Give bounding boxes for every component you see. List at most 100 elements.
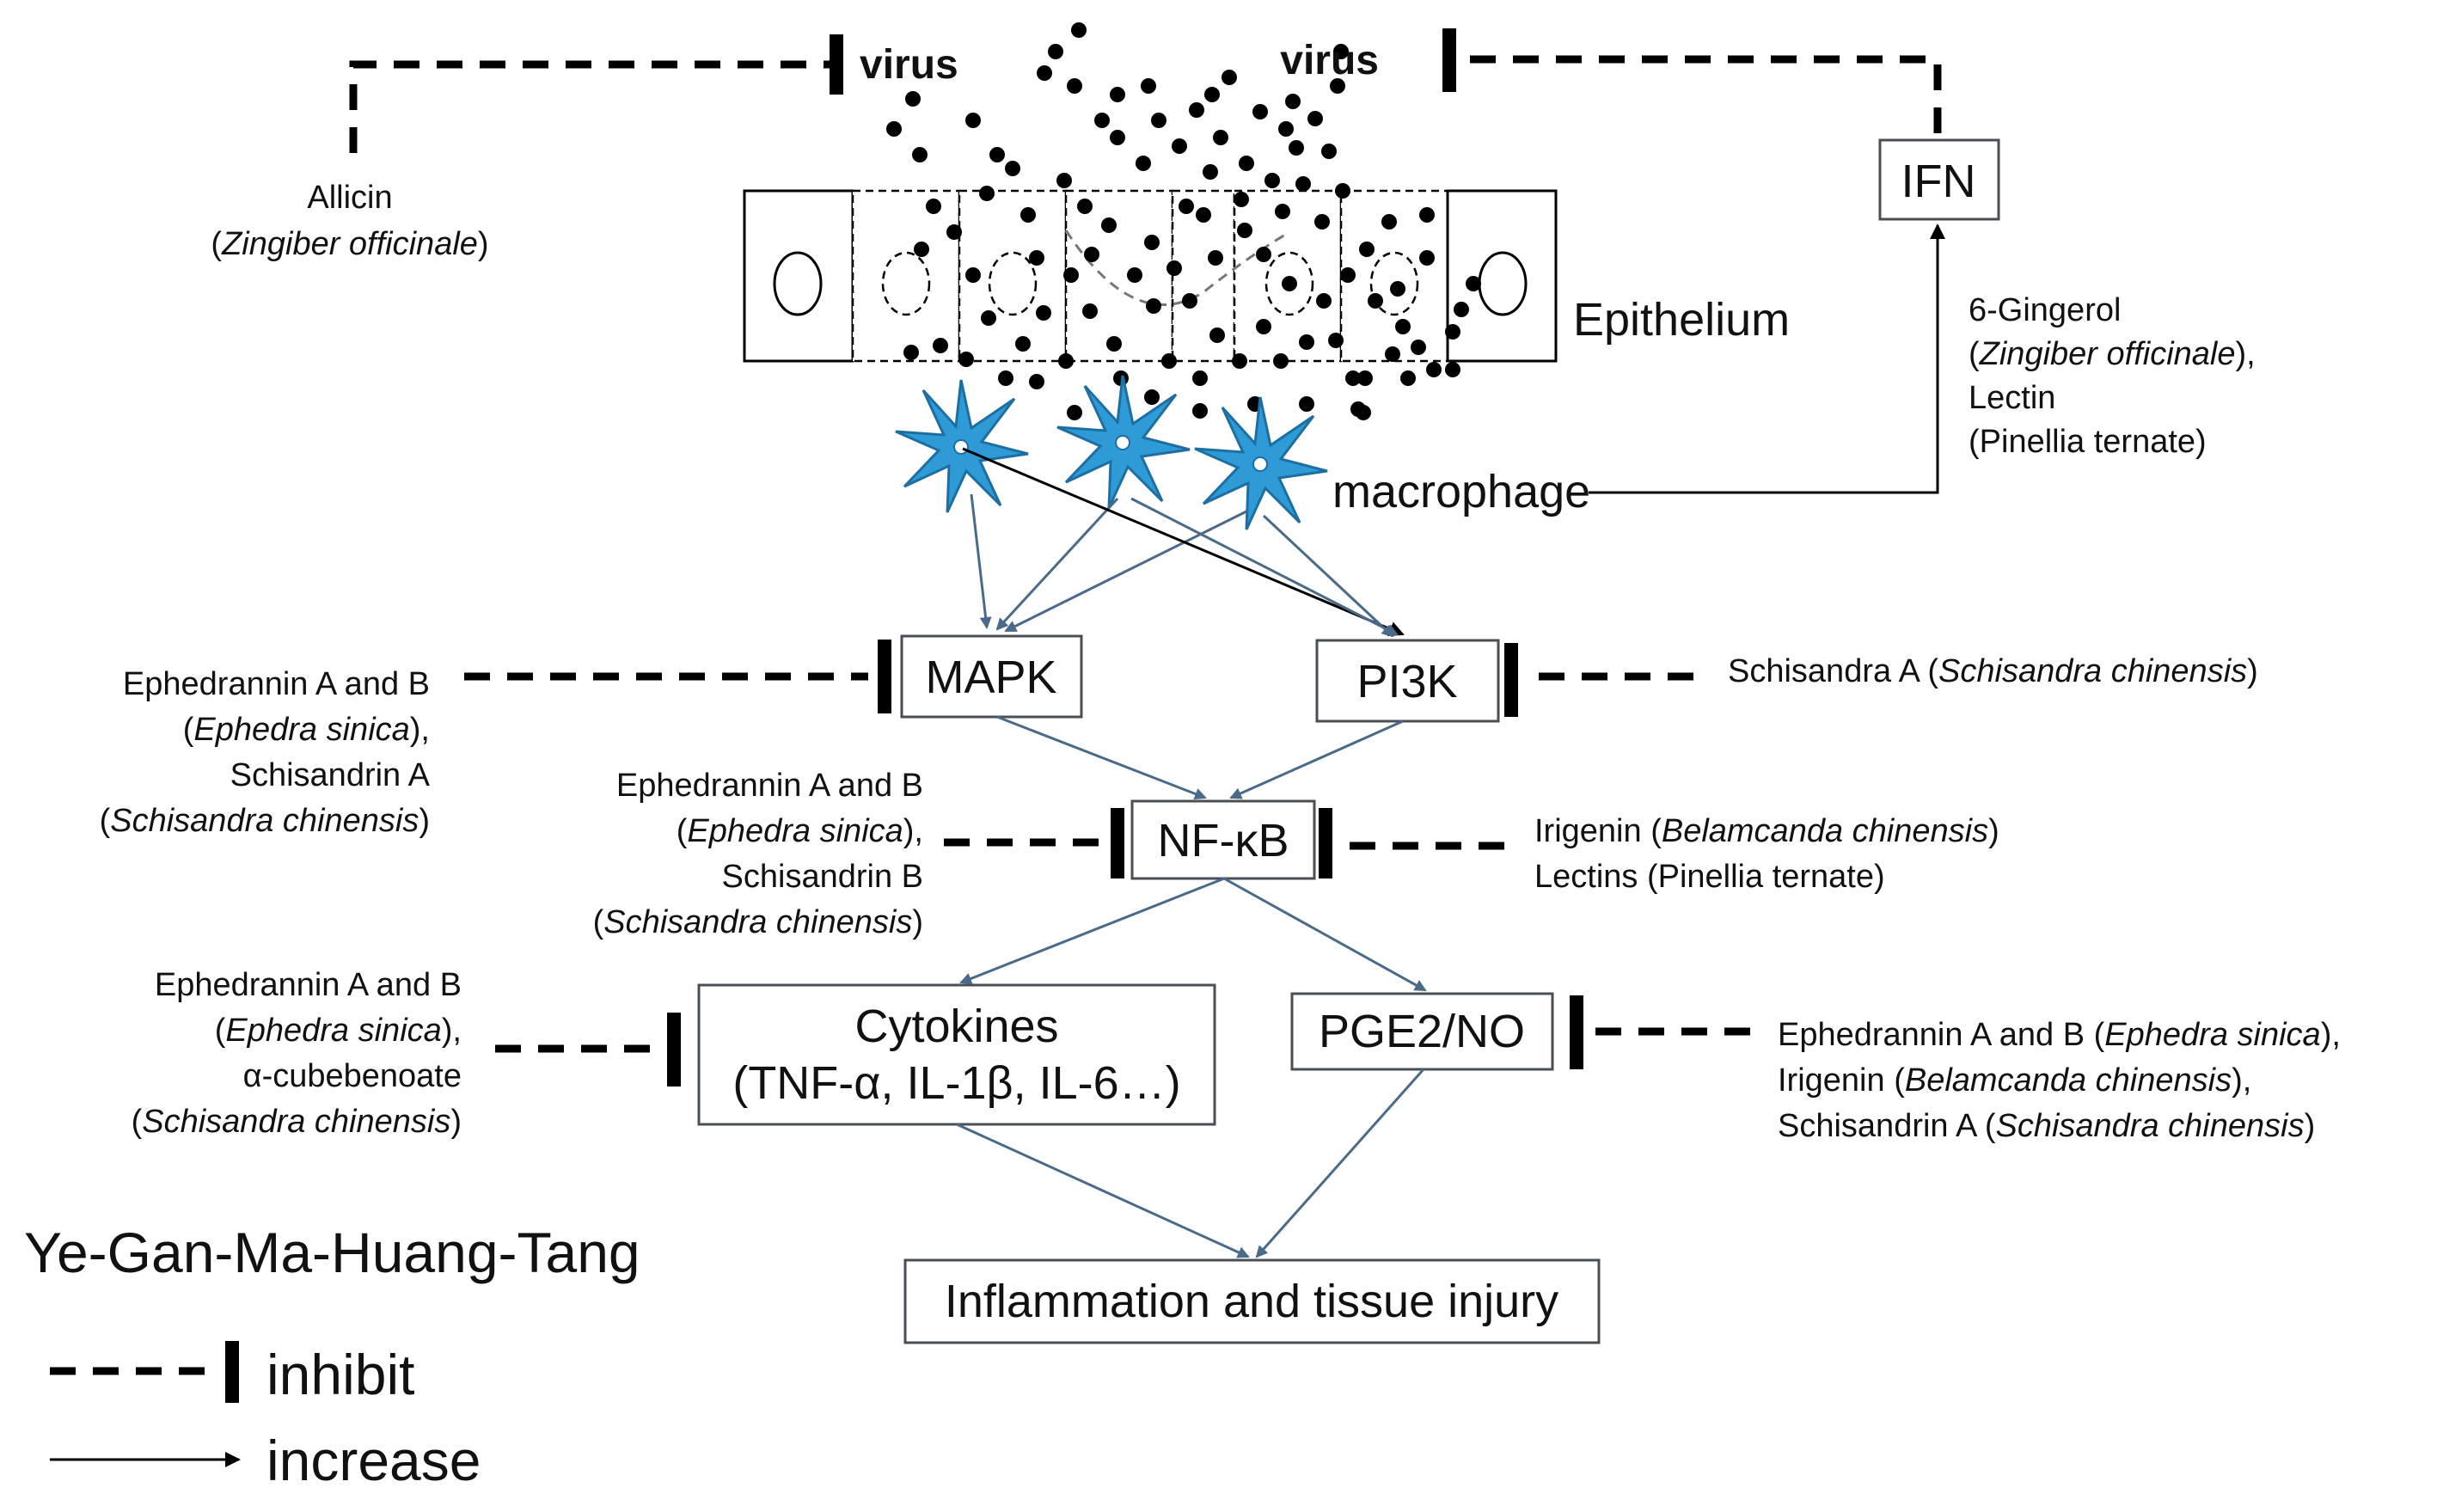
virus-particle-icon (1141, 78, 1156, 94)
virus-particle-icon (1395, 319, 1411, 334)
mapk-box (900, 634, 1083, 719)
virus-particle-icon (1285, 94, 1301, 109)
virus-particle-icon (886, 121, 902, 137)
epithelial-cell-icon (1446, 189, 1558, 363)
virus-particle-icon (1189, 102, 1204, 118)
virus-particle-icon (1256, 319, 1271, 334)
svg-text:Irigenin (Belamcanda chinensis: Irigenin (Belamcanda chinensis) (1534, 813, 1999, 849)
svg-text:(Schisandra chinensis): (Schisandra chinensis) (132, 1104, 462, 1140)
virus-particle-icon (1101, 217, 1117, 233)
macrophage-icon (1193, 395, 1329, 531)
virus-particle-icon (1015, 336, 1031, 352)
lectin-label: Lectin (1969, 380, 2055, 416)
virus-particle-icon (1273, 353, 1289, 369)
virus-particle-icon (1110, 87, 1125, 102)
mapk-inhibitors: Ephedrannin A and B (Ephedra sinica), Sc… (100, 666, 431, 839)
virus-particle-icon (926, 199, 941, 214)
virus-particle-icon (1082, 303, 1098, 319)
virus-particle-icon (1084, 247, 1099, 262)
virus-particle-icon (1316, 293, 1332, 309)
virus-particle-icon (1106, 336, 1122, 352)
gingerol-label: 6-Gingerol (1969, 292, 2121, 328)
macrophage-label: macrophage (1332, 466, 1590, 517)
virus-particle-icon (1275, 204, 1290, 219)
virus-particle-icon (1333, 44, 1349, 59)
virus-particle-icon (1466, 276, 1481, 291)
virus-particle-icon (1203, 164, 1218, 180)
virus-particle-icon (1239, 156, 1254, 171)
virus-particle-icon (981, 310, 996, 326)
macrophage-arrows (962, 447, 1405, 638)
virus-particle-icon (989, 147, 1005, 162)
virus-particle-icon (1067, 78, 1082, 94)
virus-particle-icon (1445, 324, 1460, 340)
svg-text:Ephedrannin A and B: Ephedrannin A and B (155, 967, 462, 1003)
virus-particle-icon (1063, 267, 1079, 283)
virus-particle-icon (1232, 353, 1247, 369)
virus-particle-icon (1005, 161, 1020, 176)
macrophage-ifn-arrow (1589, 223, 1945, 494)
virus-particle-icon (1144, 389, 1160, 405)
virus-particle-icon (1182, 293, 1197, 309)
virus-particle-icon (1037, 65, 1052, 81)
nfkb-inhibitors-left: Ephedrannin A and B (Ephedra sinica), Sc… (593, 768, 923, 940)
svg-text:(Ephedra sinica),: (Ephedra sinica), (677, 813, 923, 849)
virus-particle-icon (998, 370, 1013, 386)
virus-particle-icon (1321, 144, 1337, 159)
virus-particle-icon (1390, 281, 1405, 297)
virus-particle-icon (965, 113, 981, 128)
virus-particle-icon (979, 186, 995, 201)
virus-particle-icon (1077, 199, 1093, 214)
svg-text:Lectins (Pinellia ternate): Lectins (Pinellia ternate) (1534, 859, 1885, 895)
epithelial-cell-icon (743, 189, 854, 363)
virus-particle-icon (1067, 405, 1082, 420)
formula-title: Ye-Gan-Ma-Huang-Tang (24, 1221, 640, 1284)
svg-text:Ephedrannin A and B: Ephedrannin A and B (123, 666, 430, 702)
virus-particle-icon (1144, 235, 1160, 250)
virus-particle-icon (1222, 70, 1237, 85)
svg-text:(Schisandra chinensis): (Schisandra chinensis) (593, 904, 923, 940)
virus-particle-icon (1127, 267, 1142, 283)
legend-inhibit-label: inhibit (266, 1343, 414, 1406)
allicin-label: Allicin (307, 180, 392, 216)
svg-text:(Schisandra chinensis): (Schisandra chinensis) (100, 803, 430, 839)
virus-particle-icon (912, 147, 928, 162)
inhibit-lines (349, 28, 1942, 1087)
virus-particle-icon (1330, 78, 1345, 94)
svg-text:Ephedrannin A and B (Ephedra s: Ephedrannin A and B (Ephedra sinica), (1778, 1017, 2341, 1053)
virus-particle-icon (1204, 87, 1220, 102)
virus-particles (886, 22, 1481, 420)
svg-text:(Ephedra sinica),: (Ephedra sinica), (183, 712, 430, 748)
svg-text:α-cubebenoate: α-cubebenoate (243, 1058, 462, 1094)
pge2no-box (1290, 992, 1554, 1071)
virus-label-left: virus (860, 42, 958, 88)
virus-particle-icon (1307, 111, 1323, 126)
virus-particle-icon (1335, 183, 1350, 199)
virus-particle-icon (1196, 207, 1211, 223)
virus-particle-icon (1094, 113, 1110, 128)
allicin-source: (Zingiber officinale) (211, 226, 488, 262)
virus-particle-icon (1036, 305, 1051, 321)
legend: inhibit increase (50, 1341, 481, 1492)
virus-particle-icon (1029, 250, 1044, 266)
virus-particle-icon (1289, 140, 1304, 156)
pi3k-box (1315, 639, 1500, 723)
svg-text:Schisandrin B: Schisandrin B (722, 859, 923, 895)
virus-particle-icon (1419, 207, 1435, 223)
cytokines-box (697, 983, 1216, 1126)
epithelium-label: Epithelium (1573, 294, 1790, 346)
ifn-box (1878, 138, 2000, 221)
virus-particle-icon (1359, 242, 1375, 257)
virus-particle-icon (903, 345, 919, 360)
virus-particle-icon (914, 242, 929, 257)
svg-text:(Ephedra sinica),: (Ephedra sinica), (215, 1013, 462, 1049)
lectin-source: (Pinellia ternate) (1969, 424, 2207, 460)
virus-particle-icon (1357, 370, 1373, 386)
virus-particle-icon (1368, 293, 1383, 309)
virus-particle-icon (1381, 214, 1397, 230)
ifn-label: IFN (1901, 156, 1976, 207)
pathway-arrows (956, 715, 1427, 1258)
virus-particle-icon (905, 91, 921, 107)
